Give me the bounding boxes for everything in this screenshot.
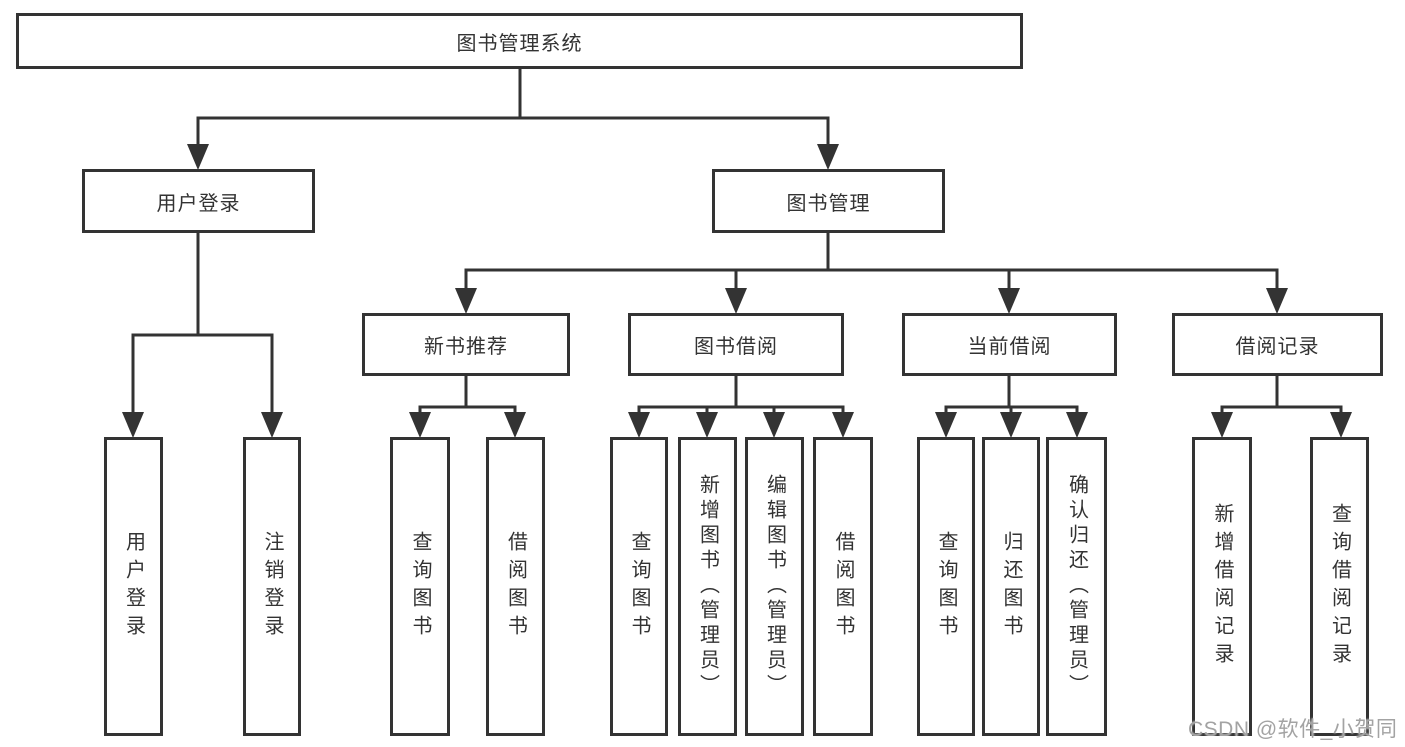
node-book-borrowing: 图书借阅 [628, 313, 844, 376]
leaf-query-borrow-record: 查询借阅记录 [1310, 437, 1369, 736]
leaf-query-books-recommend: 查询图书 [390, 437, 450, 736]
node-current-borrowing: 当前借阅 [902, 313, 1117, 376]
leaf-user-login: 用户登录 [104, 437, 163, 736]
leaf-edit-books-admin: 编辑图书（管理员） [745, 437, 804, 736]
node-borrow-records: 借阅记录 [1172, 313, 1383, 376]
leaf-borrow-books-recommend: 借阅图书 [486, 437, 545, 736]
leaf-logout: 注销登录 [243, 437, 301, 736]
leaf-query-books-borrowing: 查询图书 [610, 437, 668, 736]
leaf-return-books: 归还图书 [982, 437, 1040, 736]
leaf-borrow-books: 借阅图书 [813, 437, 873, 736]
node-new-book-recommend: 新书推荐 [362, 313, 570, 376]
node-user-login: 用户登录 [82, 169, 315, 233]
csdn-watermark: CSDN @软件_小贺同学 [1188, 718, 1398, 741]
node-book-management: 图书管理 [712, 169, 945, 233]
leaf-confirm-return-admin: 确认归还（管理员） [1046, 437, 1107, 736]
node-root-library-system: 图书管理系统 [16, 13, 1023, 69]
leaf-add-borrow-record: 新增借阅记录 [1192, 437, 1252, 736]
leaf-query-books-current: 查询图书 [917, 437, 975, 736]
leaf-add-books-admin: 新增图书（管理员） [678, 437, 737, 736]
